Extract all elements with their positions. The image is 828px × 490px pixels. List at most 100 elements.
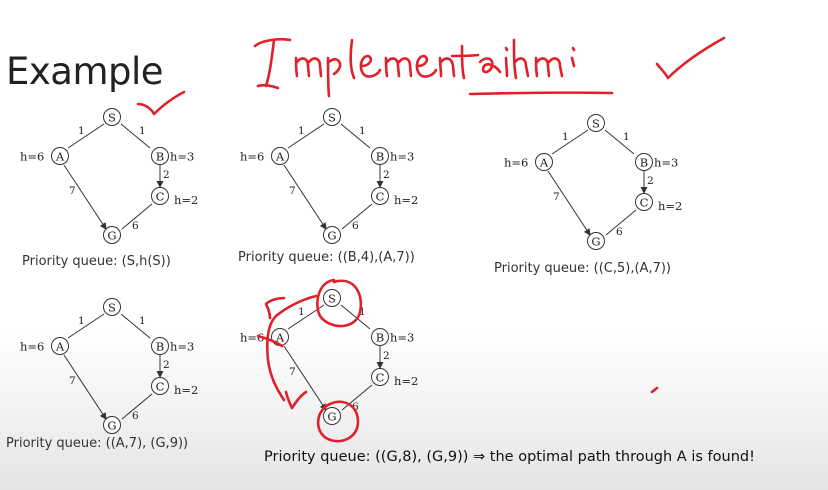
weight-s-a: 1: [298, 125, 305, 137]
edge-a-g: [63, 164, 107, 230]
heuristic-c: h=2: [394, 193, 418, 207]
node-a: [535, 153, 553, 171]
node-s: [323, 289, 341, 307]
weight-a-g: 7: [69, 375, 76, 387]
node-c-label: C: [376, 371, 385, 385]
node-c-label: C: [156, 380, 165, 394]
edge-s-b: [340, 123, 371, 149]
heuristic-b: h=3: [390, 331, 414, 345]
node-g-label: G: [107, 229, 116, 243]
node-g: [103, 416, 121, 434]
weight-b-c: 2: [383, 350, 390, 362]
node-a-label: A: [55, 340, 65, 354]
edge-a-g: [283, 345, 327, 411]
node-b: [151, 147, 169, 165]
node-a-label: A: [539, 156, 549, 170]
weight-s-b: 1: [623, 131, 630, 143]
edge-c-g: [605, 209, 637, 236]
weight-a-g: 7: [289, 366, 296, 378]
edge-s-b: [120, 313, 151, 339]
heuristic-c: h=2: [174, 383, 198, 397]
node-a: [271, 147, 289, 165]
node-c-label: C: [640, 196, 649, 210]
weight-a-g: 7: [69, 185, 76, 197]
heuristic-b: h=3: [170, 340, 194, 354]
edge-s-b: [120, 123, 151, 149]
node-b-label: B: [376, 150, 384, 164]
weight-b-c: 2: [383, 169, 390, 181]
node-g-label: G: [107, 419, 116, 433]
graph-step-4: S A B C G h=6 h=3 h=2 1 1 2 7 6: [12, 294, 222, 439]
node-s-label: S: [108, 301, 116, 315]
weight-a-g: 7: [289, 185, 296, 197]
edge-a-g: [547, 170, 591, 236]
queue-text-3: Priority queue: ((C,5),(A,7)): [494, 261, 671, 276]
weight-b-c: 2: [163, 169, 170, 181]
heuristic-a: h=6: [20, 150, 44, 164]
final-queue-statement: Priority queue: ((G,8), (G,9)) ⇒ the opt…: [264, 449, 755, 465]
weight-c-g: 6: [352, 401, 359, 413]
node-s-label: S: [328, 111, 336, 125]
node-c: [151, 187, 169, 205]
graph-step-1: S A B C G h=6 h=3 h=2 1 1 2 7 6: [12, 104, 222, 249]
node-a-label: A: [55, 150, 65, 164]
edge-s-a: [67, 313, 105, 339]
node-g: [323, 407, 341, 425]
node-s: [103, 108, 121, 126]
node-b-label: B: [156, 150, 164, 164]
handwritten-word: [253, 37, 576, 98]
node-s-label: S: [328, 292, 336, 306]
weight-s-b: 1: [359, 125, 366, 137]
node-b: [635, 153, 653, 171]
node-a-label: A: [275, 150, 285, 164]
node-g-label: G: [327, 410, 336, 424]
graph-step-5: S A B C G h=6 h=3 h=2 1 1 2 7 6: [232, 285, 442, 430]
node-c: [151, 377, 169, 395]
node-b: [371, 328, 389, 346]
search-graph: S A B C G h=6 h=3 h=2 1 1 2 7 6: [504, 114, 682, 250]
heuristic-c: h=2: [394, 374, 418, 388]
node-g-label: G: [327, 229, 336, 243]
path-arrow-annotation: [265, 294, 318, 402]
node-c-label: C: [376, 190, 385, 204]
node-b-label: B: [640, 156, 648, 170]
edge-c-g: [341, 384, 373, 411]
weight-a-g: 7: [553, 191, 560, 203]
node-b-label: B: [156, 340, 164, 354]
node-g-label: G: [591, 235, 600, 249]
node-g: [103, 226, 121, 244]
search-graph: S A B C G h=6 h=3 h=2 1 1 2 7 6: [240, 108, 418, 244]
small-mark: [650, 386, 659, 394]
graph-step-2: S A B C G h=6 h=3 h=2 1 1 2 7 6: [232, 104, 442, 249]
node-c: [371, 368, 389, 386]
node-s: [587, 114, 605, 132]
heuristic-b: h=3: [654, 156, 678, 170]
node-s-label: S: [108, 111, 116, 125]
heuristic-c: h=2: [174, 193, 198, 207]
node-s: [103, 298, 121, 316]
weight-s-b: 1: [139, 125, 146, 137]
edge-c-g: [341, 203, 373, 230]
edge-s-a: [551, 129, 589, 155]
node-s: [323, 108, 341, 126]
heuristic-c: h=2: [658, 199, 682, 213]
check-mark-icon: [655, 36, 726, 80]
weight-s-a: 1: [78, 125, 85, 137]
node-b-label: B: [376, 331, 384, 345]
weight-s-a: 1: [562, 131, 569, 143]
heuristic-a: h=6: [504, 156, 528, 170]
heuristic-a: h=6: [20, 340, 44, 354]
node-b: [151, 337, 169, 355]
slide-title: Example: [6, 50, 164, 93]
edge-c-g: [121, 203, 153, 230]
edge-s-b: [340, 304, 371, 330]
weight-s-b: 1: [359, 306, 366, 318]
node-s-label: S: [592, 117, 600, 131]
handwritten-underline: [468, 91, 614, 96]
search-graph: S A B C G h=6 h=3 h=2 1 1 2 7 6: [20, 298, 198, 434]
weight-c-g: 6: [132, 410, 139, 422]
weight-s-a: 1: [78, 315, 85, 327]
queue-text-4: Priority queue: ((A,7), (G,9)): [6, 436, 189, 451]
weight-c-g: 6: [616, 226, 623, 238]
